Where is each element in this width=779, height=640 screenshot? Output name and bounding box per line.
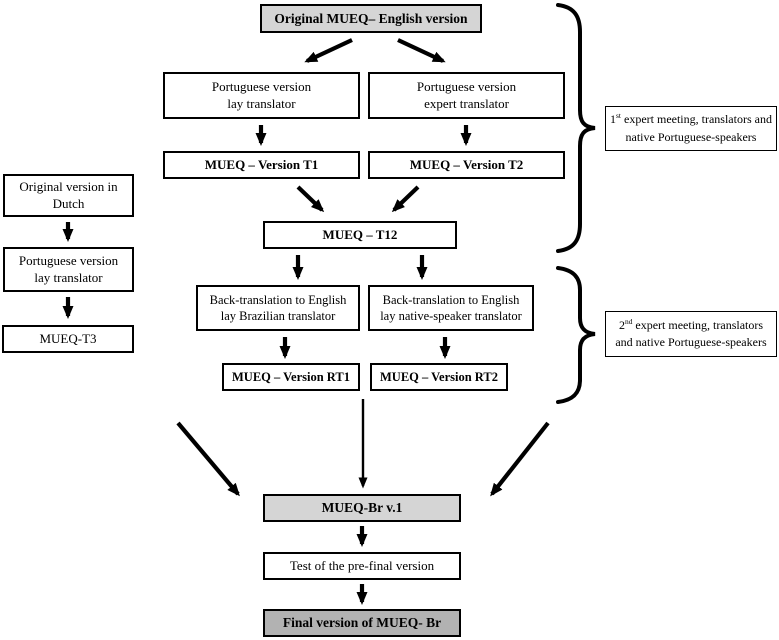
annotation-first-expert-meeting: 1st expert meeting, translators and nati… — [605, 106, 777, 151]
node-t3: MUEQ-T3 — [2, 325, 134, 353]
node-version-t1: MUEQ – Version T1 — [163, 151, 360, 179]
node-final-version: Final version of MUEQ- Br — [263, 609, 461, 637]
node-version-rt2: MUEQ – Version RT2 — [370, 363, 508, 391]
brace-first-meeting — [556, 3, 596, 253]
node-portuguese-lay: Portuguese version lay translator — [163, 72, 360, 119]
arrow-t1-to-t12 — [296, 185, 325, 213]
node-t12: MUEQ – T12 — [263, 221, 457, 249]
node-portuguese-lay-dutch: Portuguese version lay translator — [3, 247, 134, 292]
node-test-prefinal: Test of the pre-final version — [263, 552, 461, 580]
arrow-english-to-expert — [397, 38, 446, 63]
brace-second-meeting — [556, 266, 596, 404]
node-original-english: Original MUEQ– English version — [260, 4, 482, 33]
node-version-rt1: MUEQ – Version RT1 — [222, 363, 360, 391]
node-portuguese-expert: Portuguese version expert translator — [368, 72, 565, 119]
arrow-left-to-brv1 — [176, 421, 240, 497]
arrow-t2-to-t12 — [391, 185, 420, 213]
arrow-right-to-brv1 — [490, 421, 550, 497]
node-backtranslation-brazilian: Back-translation to English lay Brazilia… — [196, 285, 360, 331]
node-mueq-br-v1: MUEQ-Br v.1 — [263, 494, 461, 522]
node-backtranslation-native: Back-translation to English lay native-s… — [368, 285, 534, 331]
node-original-dutch: Original version in Dutch — [3, 174, 134, 217]
annotation-second-expert-meeting: 2nd expert meeting, translators and nati… — [605, 311, 777, 357]
node-version-t2: MUEQ – Version T2 — [368, 151, 565, 179]
arrow-english-to-lay — [304, 38, 353, 63]
